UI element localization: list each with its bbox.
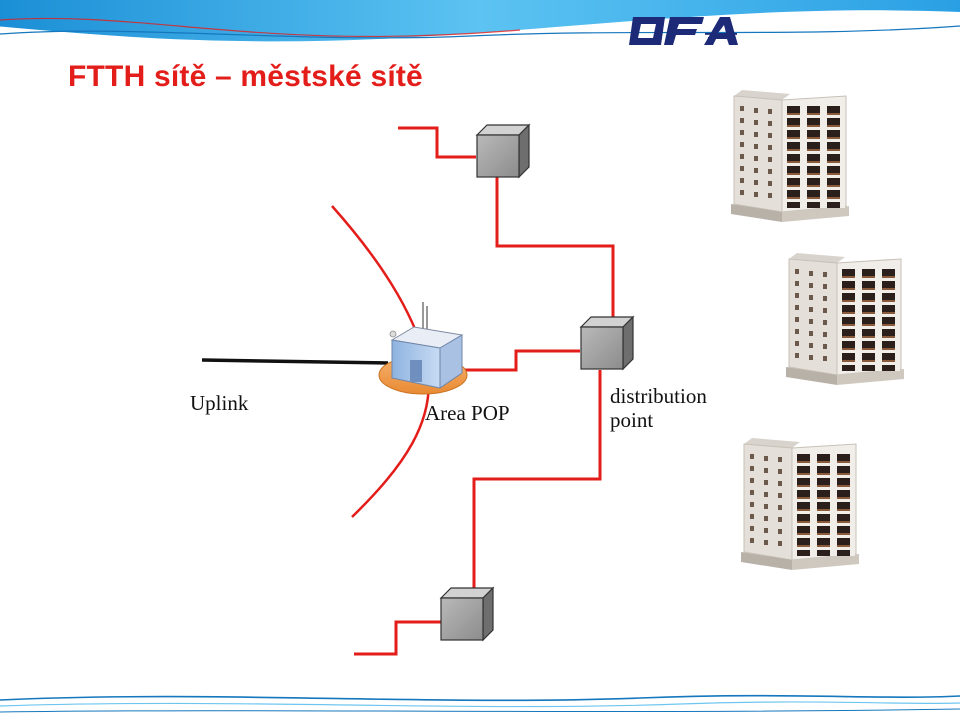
cabinet-top bbox=[476, 124, 530, 178]
uplink-line bbox=[201, 358, 389, 365]
distribution-point-label-line1: distribution bbox=[610, 384, 707, 408]
cabinet-bottom bbox=[440, 587, 494, 641]
slide-title: FTTH sítě – městské sítě bbox=[68, 60, 423, 93]
footer-wave bbox=[0, 694, 960, 713]
apartment-building-1 bbox=[730, 89, 850, 223]
distribution-point-label-line2: point bbox=[610, 408, 654, 432]
fiber-paths bbox=[354, 126, 615, 656]
distribution-point-label: distribution point bbox=[610, 384, 707, 432]
uplink-label: Uplink bbox=[190, 391, 249, 415]
ofa-logo bbox=[629, 17, 738, 45]
area-pop-label: Area POP bbox=[425, 401, 510, 425]
distribution-point-cabinet bbox=[580, 316, 634, 370]
apartment-building-3 bbox=[740, 437, 860, 571]
header-wave bbox=[0, 0, 960, 45]
apartment-building-2 bbox=[785, 252, 905, 386]
area-pop-node bbox=[378, 302, 468, 395]
